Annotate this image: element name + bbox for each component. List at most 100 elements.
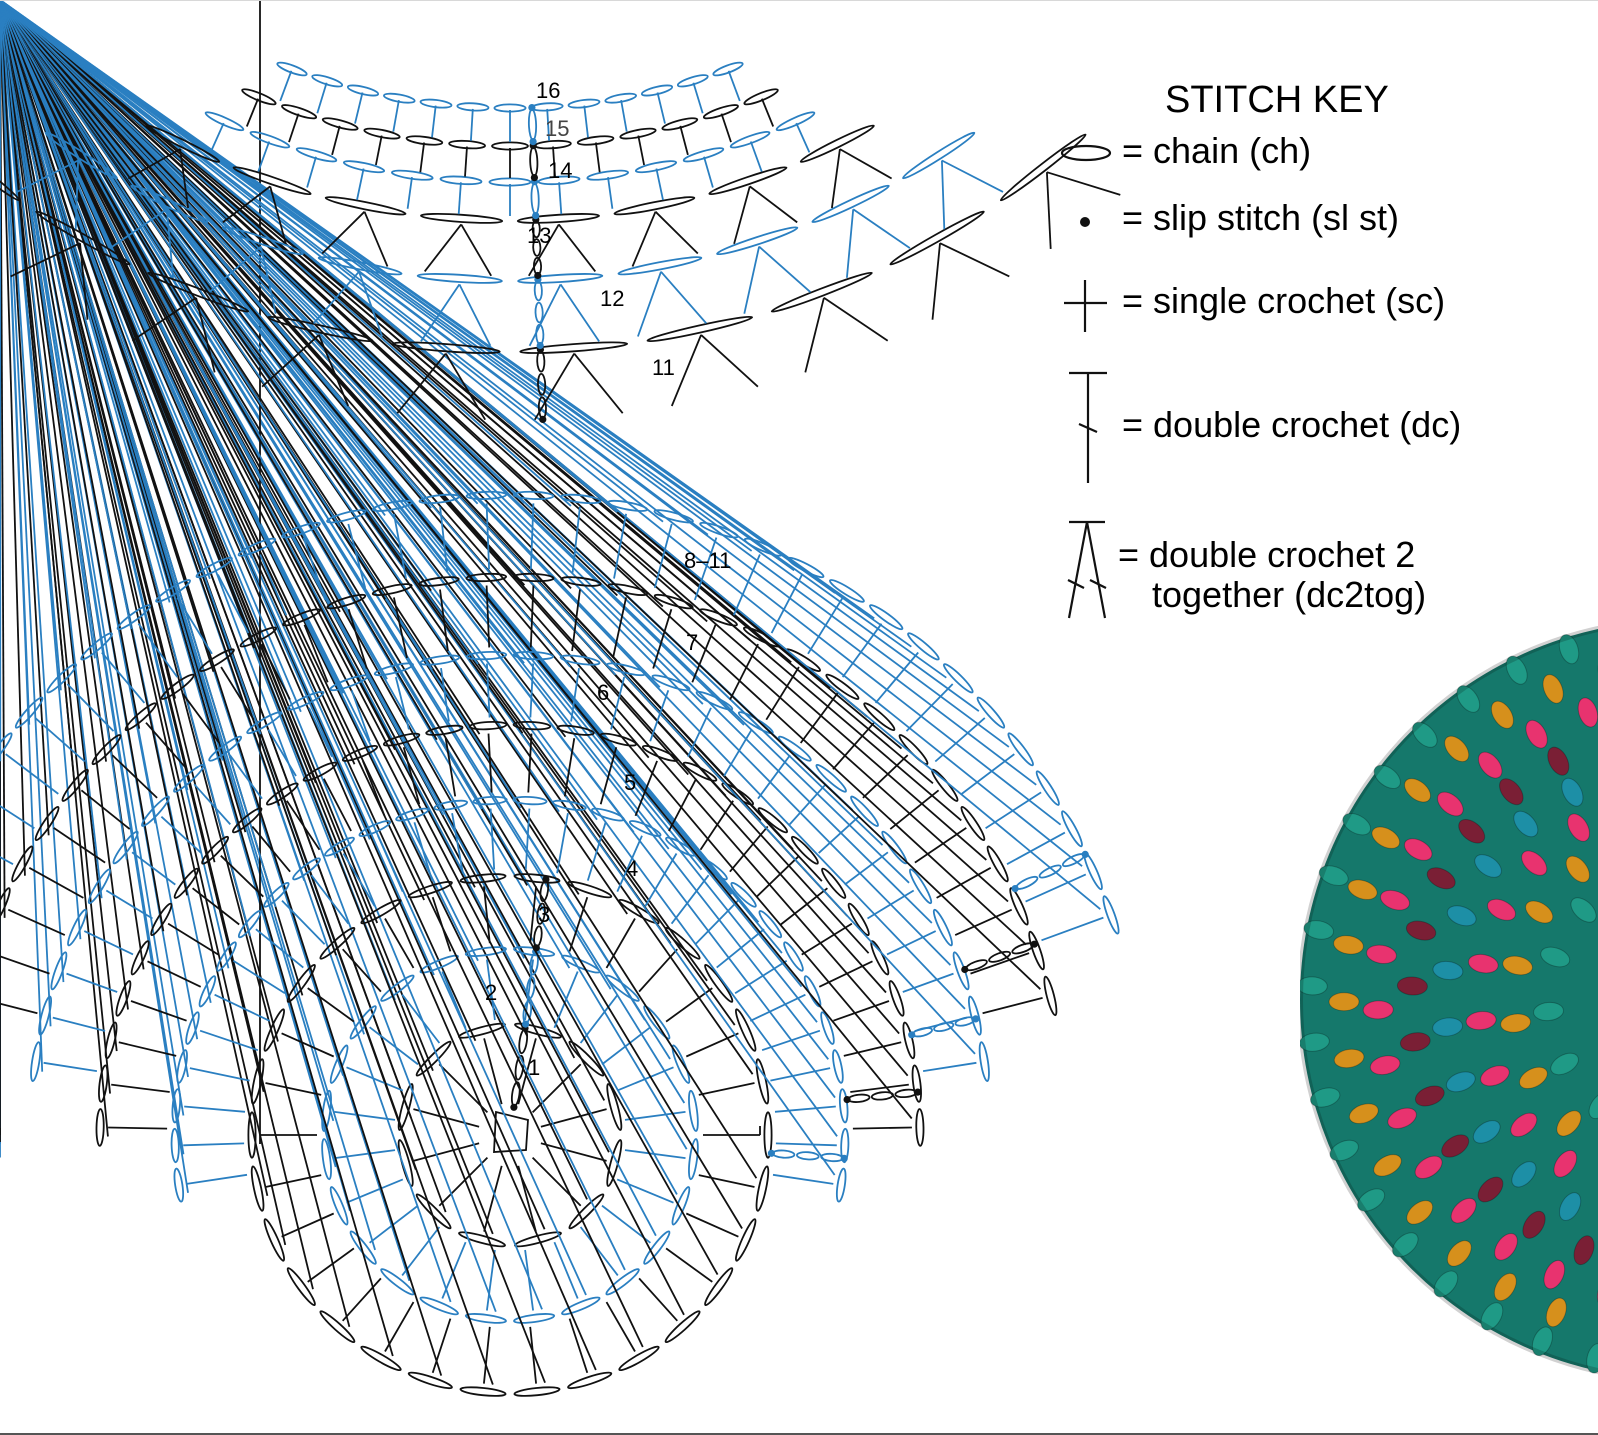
row-label-16: 16 [536,78,560,103]
slip-stitch-mark [532,212,540,220]
crocheted-mandala-photo [1300,625,1598,1375]
chain-stitch [783,941,804,972]
chain-stitch [704,1267,734,1306]
dc-stitch [0,0,219,956]
sc-stitch [558,182,563,215]
yarn-stitch [1518,1066,1548,1090]
chain-stitch [850,795,879,827]
chain-stitch [755,1058,770,1105]
chain-stitch [821,867,847,899]
chain-stitch [758,910,783,939]
stitch-key: STITCH KEY = chain (ch) = slip stitch (s… [1060,79,1461,619]
sc-stitch [703,156,714,188]
chain-stitch [216,941,237,972]
row-label-15: 15 [545,116,569,141]
yarn-stitch [1490,700,1514,729]
dc2tog-stitch [743,245,812,314]
yarn-stitch [1543,1259,1566,1290]
chain-stitch [835,1167,847,1203]
dc-stitch [0,0,1043,1015]
yarn-stitch [1380,889,1410,911]
sc-stitch [637,135,645,166]
slip-stitch-mark [914,1088,922,1096]
chain-stitch [641,744,679,762]
chain-stitch [665,836,696,857]
sc-stitch [655,168,664,201]
chain-stitch [358,820,392,837]
chain-stitch [911,1064,922,1103]
chain-stitch [0,887,11,926]
dc-stitch [0,0,327,601]
chain-stitch [195,556,233,579]
dc2tog-stitch [321,211,389,267]
sc-stitch [209,122,225,153]
yarn-stitch [1547,746,1570,776]
dc-stitch [0,0,367,589]
dc2tog-stitch [534,353,624,421]
yarn-stitch [1436,791,1464,817]
chain-stitch [371,499,413,512]
chain-stitch [881,830,908,865]
chain-stitch [35,210,131,266]
dc-stitch [0,0,421,805]
yarn-stitch [1522,1210,1546,1239]
chain-stitch [828,579,865,603]
chain-stitch [237,910,262,939]
chain-stitch [407,880,453,899]
yarn-stitch [1525,719,1548,749]
dc2tog-symbol-icon [1067,520,1107,619]
chain-stitch [815,763,847,793]
chain-symbol-icon [1060,144,1112,162]
sc-stitch [406,176,413,209]
sc-stitch [795,122,811,153]
chain-stitch [198,648,235,672]
yarn-stitch [1369,1055,1401,1076]
chain-stitch [775,111,816,132]
chain-stitch [863,702,896,732]
dc2tog-stitch [261,334,350,407]
stitch-key-title: STITCH KEY [1165,79,1389,121]
slip-stitch-mark [534,271,542,280]
dc-stitch [0,0,1013,936]
chain-stitch [329,674,369,692]
dc-stitch [0,0,255,721]
chain-stitch [902,131,976,180]
row-label-12: 12 [600,286,624,311]
turning-chain [911,1027,933,1038]
chain-stitch [14,696,44,729]
turning-chain [894,1088,918,1099]
yarn-stitch [1444,735,1470,763]
chain-stitch [317,256,403,276]
chain-stitch [464,946,507,957]
dc-stitch [0,0,543,1311]
dc2tog-stitch [10,242,89,320]
chain-stitch [590,807,625,822]
slip-stitch-mark [539,415,547,423]
dc-stitch [0,0,106,864]
sc-stitch [727,70,741,102]
dc-stitch [0,0,497,1312]
turning-chain [536,902,546,925]
dc-stitch [0,0,992,899]
dc-stitch [0,0,179,678]
turning-chain [954,1016,976,1027]
chain-stitch [606,662,647,677]
dc-stitch [0,0,371,742]
sc-stitch [761,98,775,127]
dc2tog-stitch [420,283,492,347]
row-label-13: 13 [527,223,551,248]
dc2tog-stitch [127,148,189,209]
turning-chain [514,1054,525,1081]
chain-stitch [221,226,304,256]
chain-stitch [840,1127,850,1164]
yarn-stitch [1414,1085,1445,1107]
yarn-stitch [1333,935,1364,955]
yarn-stitch [1577,697,1598,728]
yarn-stitch [1414,1155,1443,1179]
yarn-stitch [1510,1112,1538,1138]
dc-stitch [0,0,597,1374]
sc-stitch [331,125,341,156]
dc-stitch [0,0,188,770]
chain-stitch [770,271,873,313]
chain-stitch [613,196,696,216]
